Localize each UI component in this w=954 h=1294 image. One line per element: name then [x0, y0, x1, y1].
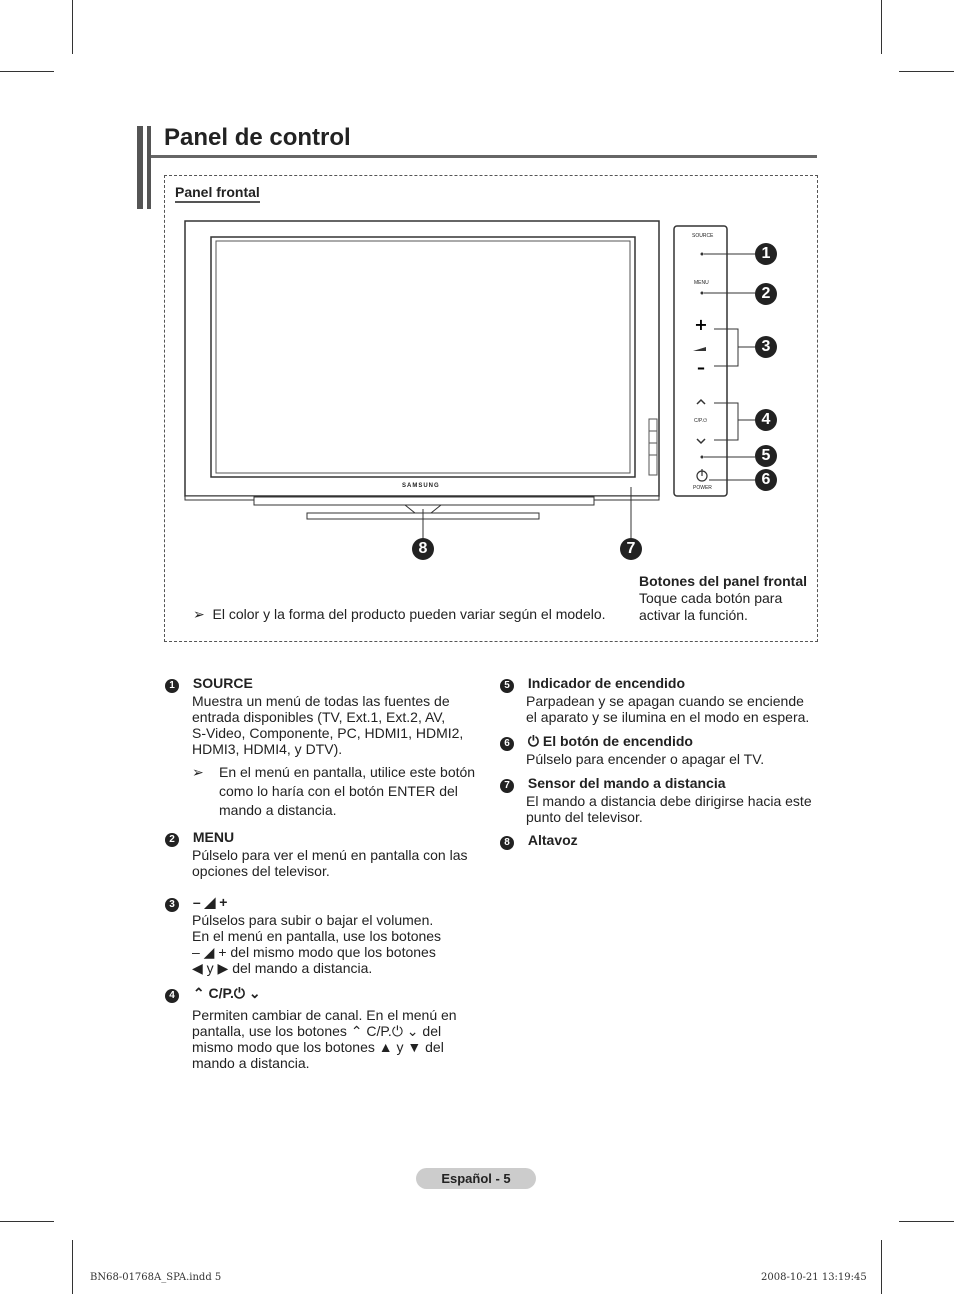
crop-mark [899, 1221, 954, 1222]
list-item: 7 Sensor del mando a distancia El mando … [500, 775, 812, 825]
page-number-badge: Español - 5 [416, 1168, 536, 1189]
list-item: 3 – ◢ + Púlselos para subir o bajar el v… [165, 894, 441, 976]
list-item: 6 ⏻ El botón de encendido Púlselo para e… [500, 733, 764, 767]
item-line: Púlselo para encender o apagar el TV. [526, 751, 765, 767]
touch-note: Botones del panel frontal Toque cada bot… [639, 573, 807, 624]
item-note-line: como lo haría con el botón ENTER del [219, 783, 458, 799]
diagram-box [164, 175, 818, 642]
tv-diagram: + – [184, 220, 755, 539]
crop-mark [881, 0, 882, 54]
crop-mark [0, 71, 54, 72]
crop-mark [72, 0, 73, 54]
callout-6: 6 [755, 469, 777, 491]
item-number: 5 [500, 679, 514, 693]
item-number: 8 [500, 836, 514, 850]
item-note-line: mando a distancia. [219, 802, 337, 818]
crop-mark [899, 71, 954, 72]
item-number: 6 [500, 737, 514, 751]
item-line: Púlselo para ver el menú en pantalla con… [192, 847, 468, 863]
touch-note-line: Toque cada botón para [639, 590, 783, 606]
item-title: ⌃ C/P.⏻ ⌄ [192, 985, 261, 1001]
svg-text:+: + [694, 315, 707, 334]
item-line: Muestra un menú de todas las fuentes de [192, 693, 450, 709]
item-number: 4 [165, 989, 179, 1003]
callout-4: 4 [755, 409, 777, 431]
item-title: ⏻ El botón de encendido [527, 733, 693, 749]
item-line: Permiten cambiar de canal. En el menú en [192, 1007, 457, 1023]
crop-mark [72, 1240, 73, 1294]
item-title: Altavoz [527, 832, 578, 848]
list-item: 8 Altavoz [500, 832, 578, 850]
panel-cp-label: C/P.⏻ [694, 418, 708, 424]
item-line: El mando a distancia debe dirigirse haci… [526, 793, 812, 809]
tv-brand-logo: SAMSUNG [402, 483, 440, 489]
item-title: Sensor del mando a distancia [527, 775, 726, 791]
list-item: 4 ⌃ C/P.⏻ ⌄ Permiten cambiar de canal. E… [165, 985, 457, 1071]
list-item: 2 MENU Púlselo para ver el menú en panta… [165, 829, 468, 879]
crop-mark [881, 1240, 882, 1294]
item-line: pantalla, use los botones ⌃ C/P.⏻ ⌄ del [192, 1023, 442, 1039]
product-note: ➢ El color y la forma del producto puede… [193, 606, 606, 623]
panel-source-label: SOURCE [692, 233, 714, 239]
note-arrow-icon: ➢ [192, 764, 204, 780]
callout-7: 7 [620, 538, 642, 560]
callout-3: 3 [755, 336, 777, 358]
item-title: Indicador de encendido [527, 675, 686, 691]
panel-menu-label: MENU [694, 280, 709, 286]
svg-text:–: – [697, 358, 705, 377]
item-line: opciones del televisor. [192, 863, 330, 879]
list-item: 1 SOURCE Muestra un menú de todas las fu… [165, 675, 475, 820]
panel-power-label: POWER [693, 485, 712, 491]
callout-1: 1 [755, 243, 777, 265]
crop-mark [0, 1221, 54, 1222]
item-line: entrada disponibles (TV, Ext.1, Ext.2, A… [192, 709, 446, 725]
callout-2: 2 [755, 283, 777, 305]
item-line: el aparato y se ilumina en el modo en es… [526, 709, 810, 725]
item-line: mando a distancia. [192, 1055, 310, 1071]
item-line: S-Video, Componente, PC, HDMI1, HDMI2, [192, 725, 464, 741]
title-accent-stripe [143, 126, 147, 209]
item-line: En el menú en pantalla, use los botones [192, 928, 442, 944]
note-arrow-icon: ➢ [193, 606, 205, 622]
section-label: Panel frontal [175, 184, 260, 203]
item-title: MENU [192, 829, 235, 845]
item-line: punto del televisor. [526, 809, 643, 825]
callout-5: 5 [755, 445, 777, 467]
touch-note-line: activar la función. [639, 607, 748, 623]
item-note-line: En el menú en pantalla, utilice este bot… [219, 764, 476, 780]
list-item: 5 Indicador de encendido Parpadean y se … [500, 675, 809, 725]
item-number: 1 [165, 679, 179, 693]
print-slug-left: BN68-01768A_SPA.indd 5 [90, 1272, 222, 1283]
title-rule [151, 155, 817, 158]
item-title: SOURCE [192, 675, 253, 691]
item-number: 7 [500, 779, 514, 793]
item-line: HDMI3, HDMI4, y DTV). [192, 741, 343, 757]
item-line: Púlselos para subir o bajar el volumen. [192, 912, 434, 928]
page-title: Panel de control [164, 124, 351, 151]
item-line: mismo modo que los botones ▲ y ▼ del [192, 1039, 444, 1055]
item-number: 2 [165, 833, 179, 847]
item-title: – ◢ + [192, 894, 228, 910]
touch-note-title: Botones del panel frontal [639, 573, 808, 589]
item-line: – ◢ + del mismo modo que los botones [192, 944, 436, 960]
print-slug-right: 2008-10-21 13:19:45 [761, 1272, 867, 1283]
item-line: ◀ y ▶ del mando a distancia. [192, 960, 373, 976]
item-number: 3 [165, 898, 179, 912]
product-note-text: El color y la forma del producto pueden … [212, 606, 606, 622]
item-line: Parpadean y se apagan cuando se enciende [526, 693, 804, 709]
callout-8: 8 [412, 538, 434, 560]
